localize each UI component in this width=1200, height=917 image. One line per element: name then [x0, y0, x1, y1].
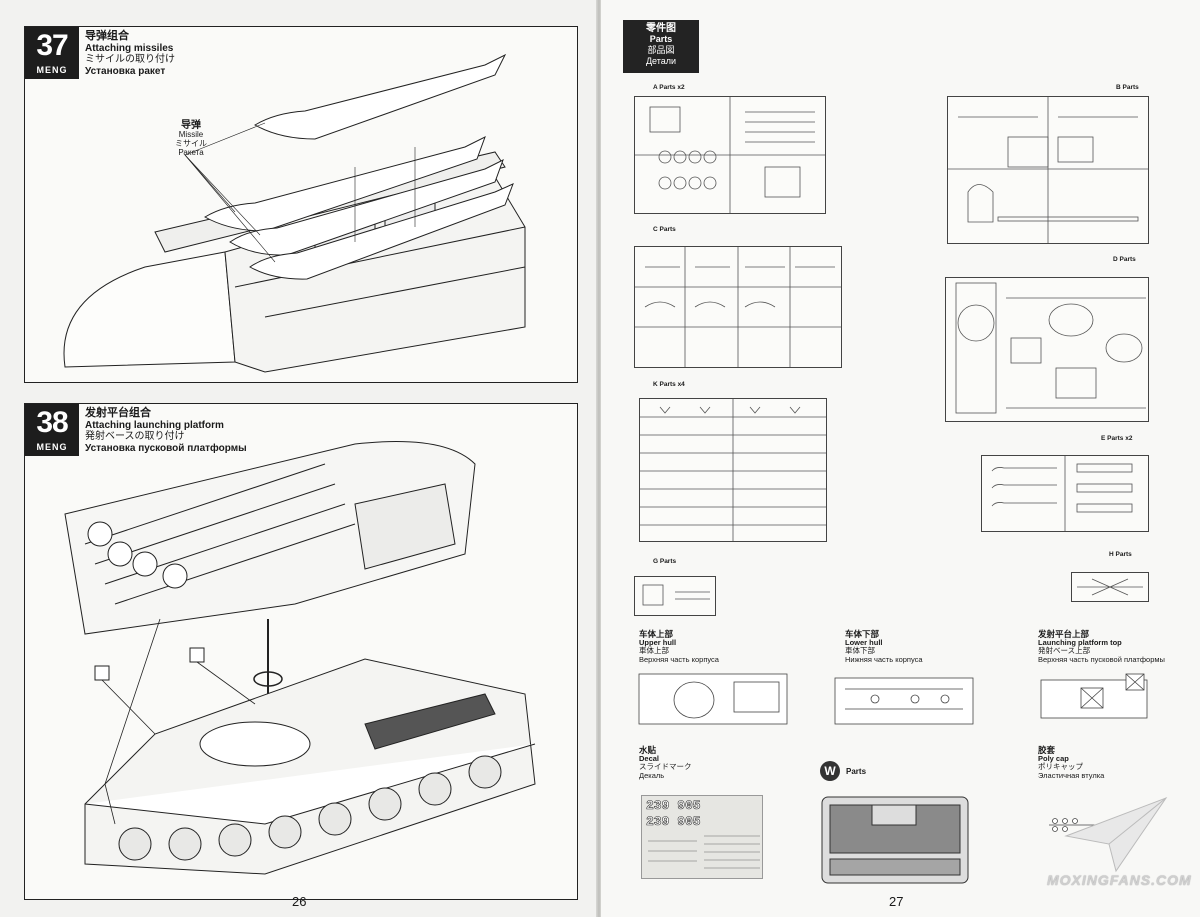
header-ja: 部品図 — [647, 45, 675, 55]
sprue-k-diagram — [639, 398, 827, 542]
launch-platform-top-drawing — [1040, 673, 1148, 719]
step-37-title: 导弹组合 Attaching missiles ミサイルの取り付け Устано… — [85, 30, 175, 77]
lower-hull-drawing — [834, 677, 974, 725]
w-parts-badge: W — [820, 761, 840, 781]
decal-caption: 水贴 Decal スライドマーク Декаль — [639, 746, 692, 780]
parts-header: 零件图 Parts 部品図 Детали — [623, 20, 699, 73]
step-38-title: 发射平台组合 Attaching launching platform 発射ベー… — [85, 407, 247, 454]
missile-assembly-drawing — [63, 53, 526, 373]
title-ja: ミサイルの取り付け — [85, 54, 175, 65]
brand-logo: MENG — [36, 442, 68, 452]
sprue-label-h: H Parts — [1109, 551, 1132, 558]
launcher-and-hull-drawing — [64, 441, 536, 875]
caption-ru: Декаль — [639, 770, 665, 780]
lower-hull-caption: 车体下部 Lower hull 車体下部 Нижняя часть корпус… — [845, 630, 923, 664]
caption-zh: 车体下部 — [845, 629, 880, 639]
paper-plane-logo — [1064, 796, 1168, 873]
caption-en: Launching platform top — [1038, 637, 1122, 647]
page-number: 27 — [889, 894, 904, 909]
title-ru: Установка ракет — [85, 65, 166, 77]
step-38-badge: 38 MENG — [25, 404, 79, 456]
header-zh: 零件图 — [646, 23, 676, 34]
caption-ja: 車体下部 — [845, 646, 875, 655]
left-page: 37 MENG 导弹组合 Attaching missiles ミサイルの取り付… — [0, 0, 598, 917]
step-38-panel: 38 MENG 发射平台组合 Attaching launching platf… — [24, 403, 578, 900]
sprue-c-parts — [635, 247, 841, 367]
sprue-label-b: B Parts — [1116, 84, 1139, 91]
caption-zh: 车体上部 — [639, 629, 674, 639]
photo-etch-fret — [821, 796, 969, 884]
callout-ja: ミサイル — [175, 139, 207, 148]
caption-ru: Нижняя часть корпуса — [845, 654, 923, 664]
decal-sheet: 239 905 239 905 — [641, 795, 763, 879]
step-37-badge: 37 MENG — [25, 27, 79, 79]
sprue-d-parts — [955, 282, 1146, 414]
step-number: 38 — [36, 406, 68, 439]
step-37-panel: 37 MENG 导弹组合 Attaching missiles ミサイルの取り付… — [24, 26, 578, 383]
caption-en: Decal — [639, 753, 660, 763]
sprue-label-k: K Parts x4 — [653, 381, 685, 388]
caption-ja: スライドマーク — [639, 762, 692, 771]
brand-logo: MENG — [36, 65, 68, 75]
sprue-label-g: G Parts — [653, 558, 677, 565]
sprue-h-diagram — [1071, 572, 1149, 602]
caption-zh: 发射平台上部 — [1038, 629, 1090, 639]
title-ru: Установка пусковой платформы — [85, 442, 247, 454]
poly-cap-caption: 胶套 Poly cap ポリキャップ Эластичная втулка — [1038, 746, 1104, 780]
sprue-label-a: A Parts x2 — [653, 84, 685, 91]
caption-en: Upper hull — [639, 637, 677, 647]
sprue-d-diagram — [945, 277, 1149, 422]
sprue-label-d: D Parts — [1113, 256, 1136, 263]
site-watermark: MOXINGFANS.COM — [1047, 872, 1192, 888]
header-ru: Детали — [645, 56, 677, 66]
title-ja: 発射ベースの取り付け — [85, 431, 185, 442]
book-gutter — [596, 0, 602, 917]
sprue-g-parts — [642, 584, 710, 606]
right-page: 零件图 Parts 部品図 Детали A Parts x2 B Parts … — [601, 0, 1200, 917]
sprue-label-e: E Parts x2 — [1101, 435, 1133, 442]
sprue-b-parts — [948, 97, 1148, 243]
caption-ru: Эластичная втулка — [1038, 770, 1105, 780]
upper-hull-caption: 车体上部 Upper hull 車体上部 Верхняя часть корпу… — [639, 630, 719, 664]
sprue-a-diagram — [634, 96, 826, 214]
sprue-e-parts — [991, 456, 1133, 531]
caption-en: Lower hull — [845, 637, 883, 647]
launch-platform-top-caption: 发射平台上部 Launching platform top 発射ベース上部 Ве… — [1038, 630, 1165, 664]
caption-zh: 胶套 — [1038, 745, 1056, 755]
decal-marking-a: 239 905 — [646, 798, 701, 814]
w-parts-label: Parts — [846, 767, 867, 776]
title-zh: 发射平台组合 — [85, 407, 151, 419]
sprue-c-diagram — [634, 246, 842, 368]
sprue-label-c: C Parts — [653, 226, 676, 233]
caption-ja: 車体上部 — [639, 646, 669, 655]
title-en: Attaching launching platform — [85, 419, 224, 431]
upper-hull-drawing — [638, 673, 788, 725]
callout-zh: 导弹 — [181, 120, 201, 131]
page-number: 26 — [292, 894, 307, 909]
decal-marking-b: 239 905 — [646, 814, 701, 830]
callout-en: Missile — [178, 130, 204, 139]
title-en: Attaching missiles — [85, 42, 174, 54]
title-zh: 导弹组合 — [85, 30, 129, 42]
caption-ru: Верхняя часть пусковой платформы — [1038, 654, 1165, 664]
sprue-h-parts — [1077, 578, 1143, 596]
sprue-b-diagram — [947, 96, 1149, 244]
step-number: 37 — [36, 29, 68, 62]
decal-details — [648, 835, 760, 869]
caption-zh: 水贴 — [639, 745, 657, 755]
sprue-e-diagram — [981, 455, 1149, 532]
caption-ru: Верхняя часть корпуса — [639, 654, 719, 664]
caption-en: Poly cap — [1038, 753, 1069, 763]
sprue-g-diagram — [634, 576, 716, 616]
header-en: Parts — [649, 34, 673, 44]
caption-ja: ポリキャップ — [1038, 762, 1083, 771]
caption-ja: 発射ベース上部 — [1038, 646, 1091, 655]
sprue-a-parts — [635, 97, 825, 213]
sprue-k-parts — [640, 399, 826, 541]
